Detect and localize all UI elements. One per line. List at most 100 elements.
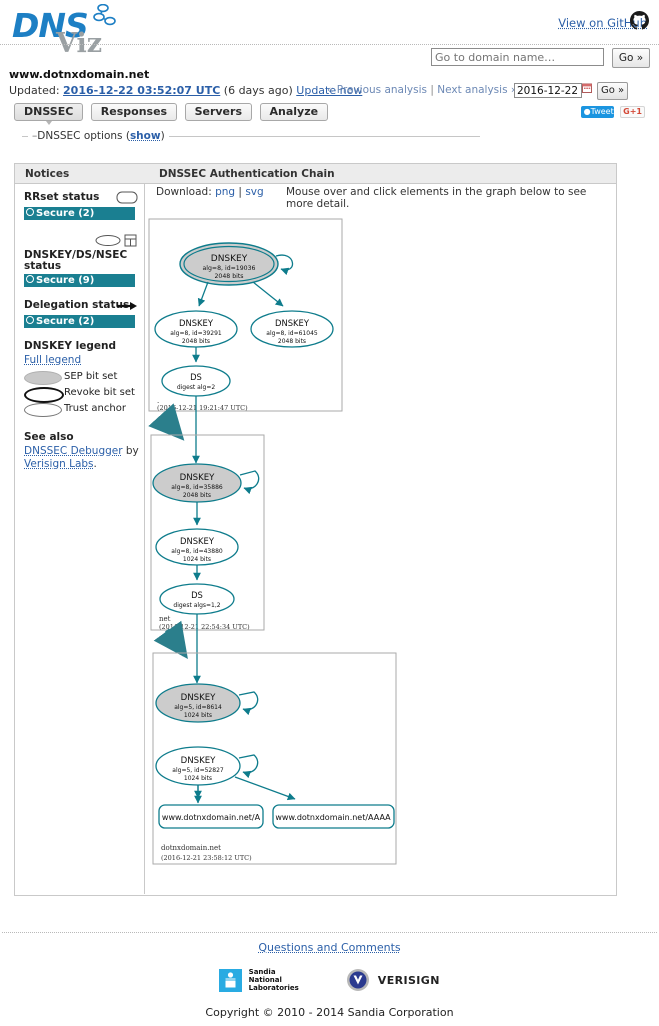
logo-viz-text: Viz xyxy=(56,28,103,59)
search-input[interactable] xyxy=(431,48,604,66)
node-net-ksk[interactable]: DNSKEY alg=8, id=35886 2048 bits xyxy=(152,463,260,503)
search-go-button[interactable]: Go » xyxy=(612,48,650,68)
next-analysis-link[interactable]: Next analysis » xyxy=(437,84,518,96)
node-label-line1: DNSKEY xyxy=(179,318,214,328)
verisign-labs-link[interactable]: Verisign Labs xyxy=(24,458,94,470)
node-label-line2: alg=8, id=43880 xyxy=(171,548,223,555)
calendar-icon[interactable] xyxy=(582,83,592,93)
dnssec-chain-svg[interactable]: DNSKEY alg=8, id=19036 2048 bits DNSKEY … xyxy=(145,205,616,895)
nav-separator: | xyxy=(430,84,434,96)
node-net-ds[interactable]: DS digest algs=1,2 xyxy=(159,583,235,615)
show-options-link[interactable]: show xyxy=(129,130,161,142)
rrset-a-label: www.dotnxdomain.net/A xyxy=(162,813,261,822)
node-label-line1: DS xyxy=(191,590,203,600)
view-on-github-link[interactable]: View on GitHub xyxy=(558,16,647,30)
questions-and-comments-link[interactable]: Questions and Comments xyxy=(258,941,401,954)
zone-box-net[interactable]: DNSKEY alg=8, id=35886 2048 bits DNSKEY … xyxy=(150,434,265,631)
node-label-line1: DS xyxy=(190,372,202,382)
sandia-line2: National xyxy=(248,976,282,984)
node-label-line2: digest algs=1,2 xyxy=(173,602,220,609)
rrset-status-badge[interactable]: Secure (2) xyxy=(24,207,135,220)
delegation-arrow-icon xyxy=(116,300,138,315)
dnskey-status-badge[interactable]: Secure (9) xyxy=(24,274,135,287)
dnssec-debugger-link[interactable]: DNSSEC Debugger xyxy=(24,445,123,457)
node-root-ksk[interactable]: DNSKEY alg=8, id=19036 2048 bits xyxy=(179,242,294,286)
edge-ksk-to-zsk39291 xyxy=(197,281,209,307)
delegation-status-badge[interactable]: Secure (2) xyxy=(24,315,135,328)
rrset-status-label: RRset status xyxy=(24,191,100,203)
see-also-by: by xyxy=(125,445,139,457)
node-label-line2: alg=8, id=35886 xyxy=(171,484,223,491)
node-rrset-a[interactable]: www.dotnxdomain.net/A xyxy=(158,804,264,829)
node-label-line2: digest alg=2 xyxy=(177,384,216,391)
zone-box-dotnxdomain[interactable]: DNSKEY alg=5, id=8614 1024 bits DNSKEY a… xyxy=(152,652,397,865)
full-legend-link[interactable]: Full legend xyxy=(24,354,82,366)
secure-dot-icon xyxy=(26,208,34,216)
panel-header: Notices DNSSEC Authentication Chain xyxy=(15,164,616,184)
node-dnx-zsk[interactable]: DNSKEY alg=5, id=52827 1024 bits xyxy=(155,746,259,786)
legend-anchor-label: Trust anchor xyxy=(64,403,126,414)
tab-bar: DNSSEC Responses Servers Analyze xyxy=(14,103,332,125)
secure-dot-icon xyxy=(26,275,34,283)
legend-item-anchor: Trust anchor xyxy=(24,401,144,417)
sandia-labs-logo[interactable]: Sandia National Laboratories xyxy=(219,968,299,992)
see-also-title: See also xyxy=(24,431,74,443)
tab-analyze[interactable]: Analyze xyxy=(259,103,329,121)
twitter-bird-icon: ● xyxy=(583,107,591,116)
tab-servers[interactable]: Servers xyxy=(184,103,252,121)
sponsor-logos: Sandia National Laboratories VERISIGN xyxy=(0,968,659,992)
node-label-line1: DNSKEY xyxy=(181,756,217,766)
update-now-link[interactable]: Update now xyxy=(296,84,363,97)
search-row: Go » xyxy=(0,44,659,68)
dnskey-status-label: DNSKEY/DS/NSEC status xyxy=(24,249,128,272)
node-label-line3: 2048 bits xyxy=(183,492,211,499)
legend-item-sep: SEP bit set xyxy=(24,369,144,385)
dnssec-options-legend: –DNSSEC options (show) xyxy=(28,130,169,142)
node-label-line1: DNSKEY xyxy=(180,473,216,483)
download-row: Download: png | svg Mouse over and click… xyxy=(145,183,616,210)
updated-timestamp[interactable]: 2016-12-22 03:52:07 UTC xyxy=(63,84,221,97)
analysis-date-input[interactable] xyxy=(514,83,582,98)
node-root-ds[interactable]: DS digest alg=2 xyxy=(161,365,231,397)
notices-title: Notices xyxy=(25,168,70,180)
previous-analysis-link[interactable]: « Previous analysis xyxy=(327,84,427,96)
dnsviz-logo[interactable]: DNS Viz xyxy=(8,2,133,59)
node-label-line2: alg=8, id=61045 xyxy=(266,330,318,337)
node-root-zsk-61045[interactable]: DNSKEY alg=8, id=61045 2048 bits xyxy=(250,310,334,348)
self-sign-edge xyxy=(238,691,259,716)
close-paren: ) xyxy=(160,130,165,142)
node-root-zsk-39291[interactable]: DNSKEY alg=8, id=39291 2048 bits xyxy=(154,310,238,348)
legend-item-revoke: Revoke bit set xyxy=(24,385,144,403)
node-label-line2: alg=5, id=8614 xyxy=(174,704,222,711)
download-png-link[interactable]: png xyxy=(215,186,236,198)
node-dnx-ksk[interactable]: DNSKEY alg=5, id=8614 1024 bits xyxy=(155,683,259,723)
dnskey-ellipse-icon xyxy=(94,234,138,250)
chain-svg-root[interactable]: DNSKEY alg=8, id=19036 2048 bits DNSKEY … xyxy=(145,205,616,895)
zone-box-root[interactable]: DNSKEY alg=8, id=19036 2048 bits DNSKEY … xyxy=(148,218,343,412)
github-link-wrap[interactable]: View on GitHub xyxy=(558,11,649,30)
verisign-logo[interactable]: VERISIGN xyxy=(346,968,440,992)
tab-responses[interactable]: Responses xyxy=(90,103,178,121)
dnskey-status-text: Secure (9) xyxy=(36,275,95,286)
dnskey-status-icons-row xyxy=(15,232,144,249)
rrset-status-text: Secure (2) xyxy=(36,208,95,219)
analysis-nav: « Previous analysis | Next analysis » xyxy=(327,84,517,96)
sandia-line1: Sandia xyxy=(248,968,276,976)
dnskey-legend-title: DNSKEY legend xyxy=(24,340,116,352)
analysis-go-button[interactable]: Go » xyxy=(597,82,629,100)
secure-dot-icon xyxy=(26,316,34,324)
google-plus-button[interactable]: G+1 xyxy=(620,106,645,118)
tab-dnssec[interactable]: DNSSEC xyxy=(14,103,84,125)
verisign-label: VERISIGN xyxy=(377,973,440,987)
node-label-line2: alg=8, id=19036 xyxy=(202,265,255,272)
tweet-label: Tweet xyxy=(590,107,614,116)
self-sign-edge xyxy=(239,470,260,495)
node-net-zsk[interactable]: DNSKEY alg=8, id=43880 1024 bits xyxy=(155,528,239,566)
node-rrset-aaaa[interactable]: www.dotnxdomain.net/AAAA xyxy=(272,804,395,829)
collapse-dash-icon[interactable]: – xyxy=(32,130,38,142)
download-svg-link[interactable]: svg xyxy=(245,186,264,198)
node-label-line2: alg=8, id=39291 xyxy=(170,330,222,337)
tweet-button[interactable]: ●Tweet xyxy=(580,106,614,118)
dnssec-options-fieldset: –DNSSEC options (show) xyxy=(22,130,480,142)
ellipse-filled-icon xyxy=(24,371,62,385)
